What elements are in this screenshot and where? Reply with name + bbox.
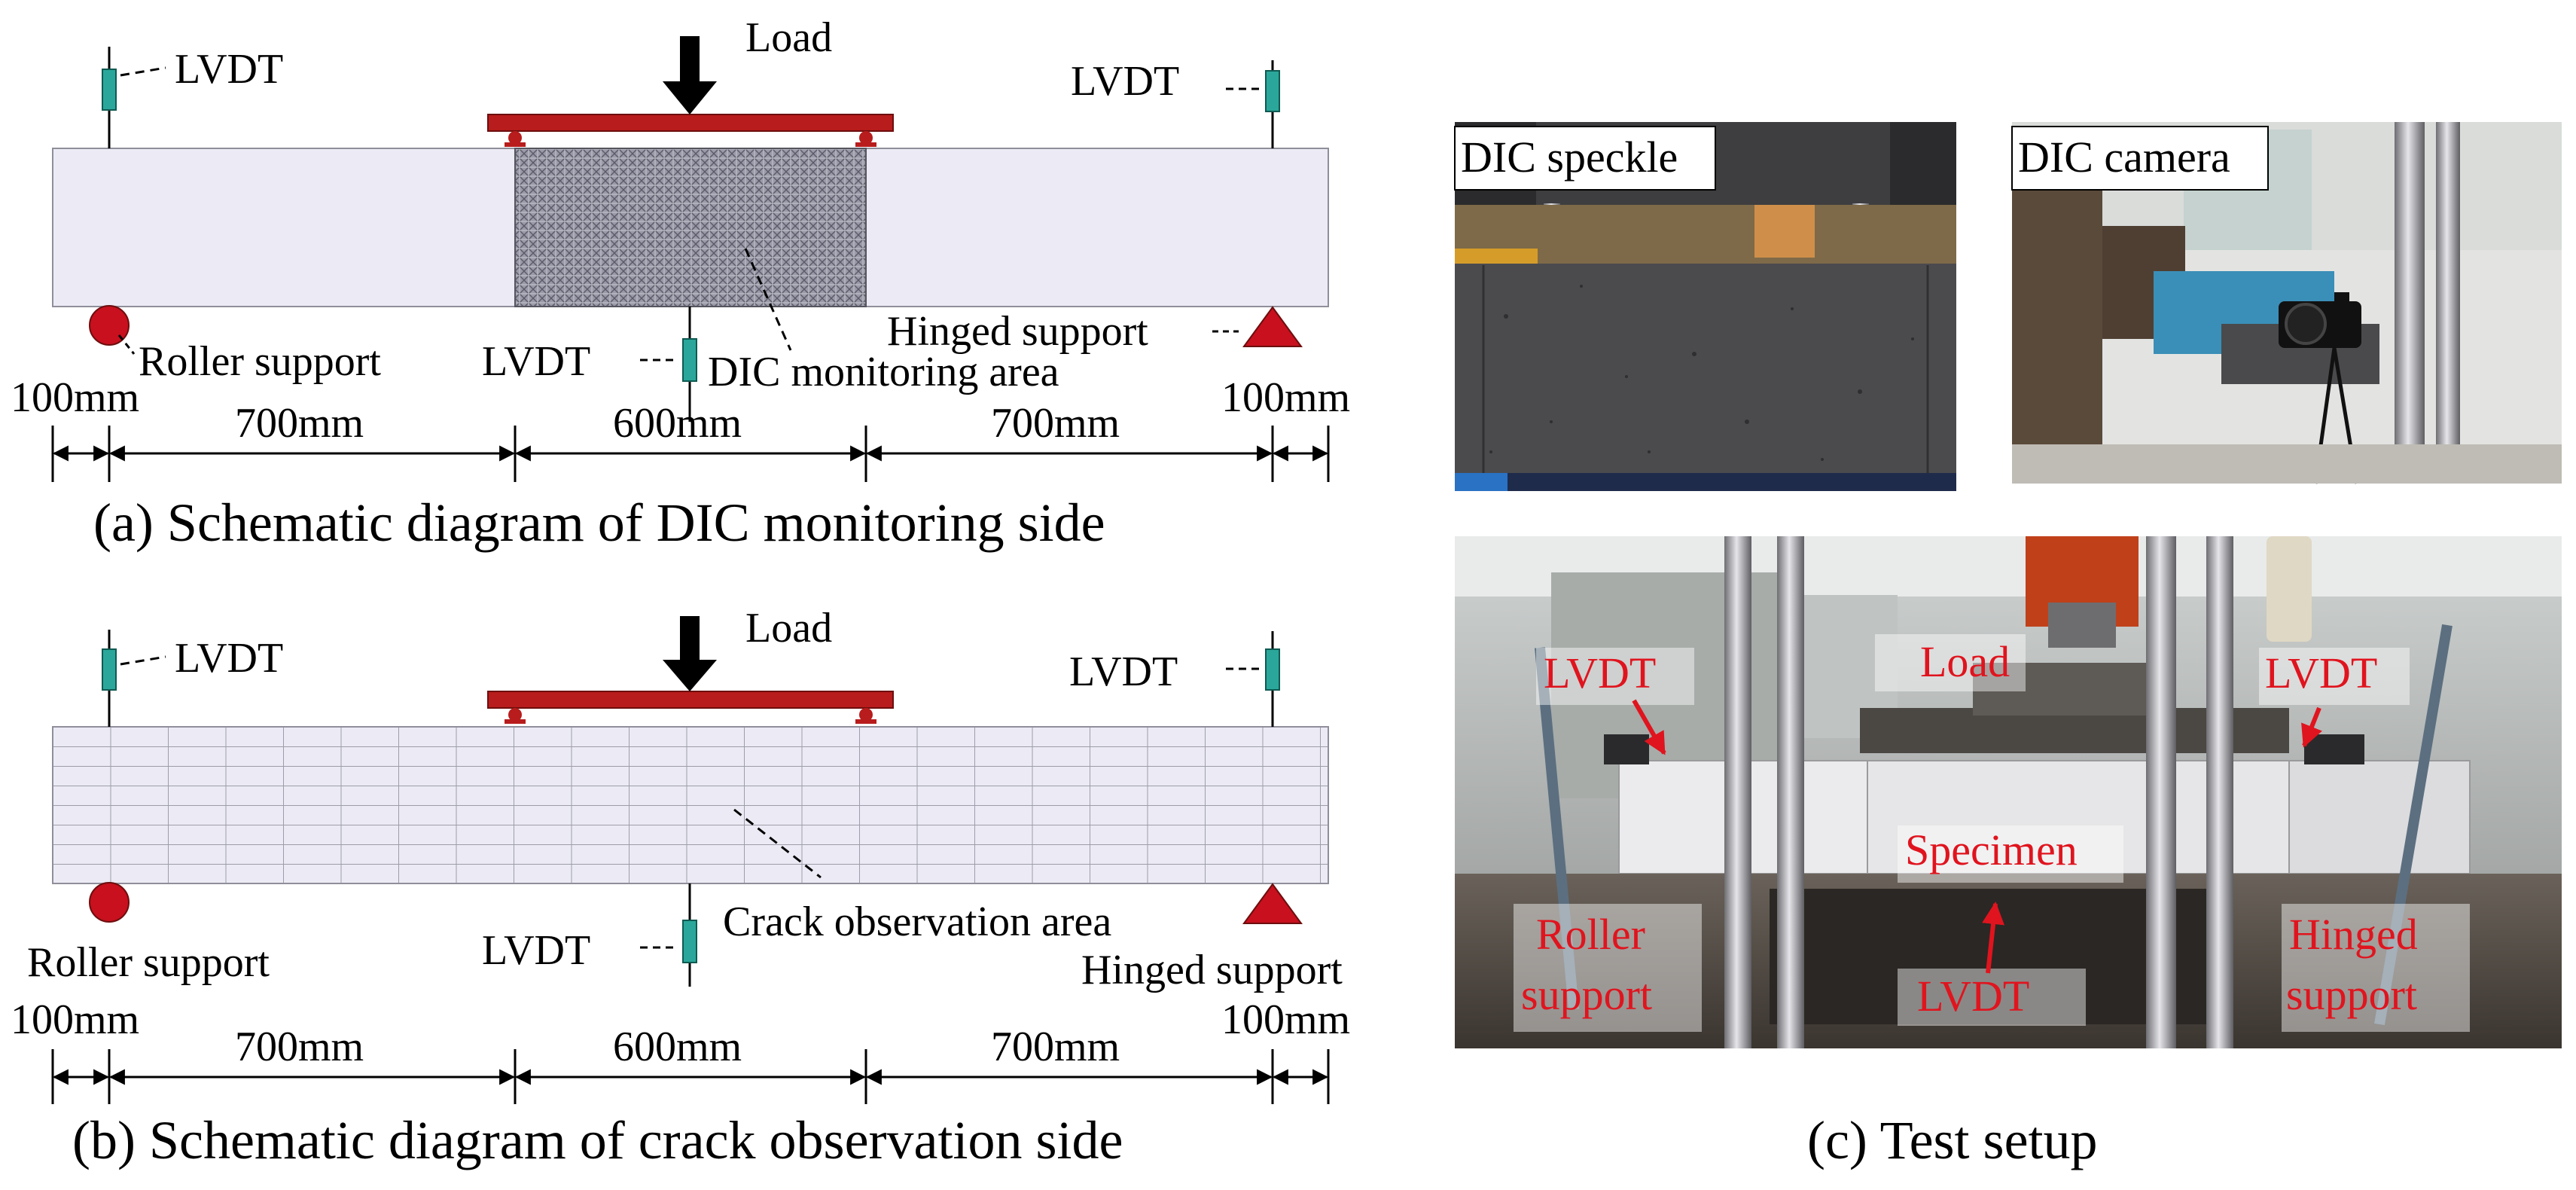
arrow-lvdt-right: [2301, 706, 2322, 748]
dimension-line-a: [51, 426, 1330, 482]
lvdt-bottom-label-a: LVDT: [482, 338, 590, 385]
panel-b: Load LVDT LVDT LVDT Crack observation ar…: [11, 605, 1350, 1170]
load-spreader-beam-b: [487, 691, 894, 709]
dim-label-b-1: 700mm: [235, 1024, 364, 1070]
load-arrow-a: [663, 36, 717, 114]
beam-b: [52, 726, 1329, 884]
dic-monitoring-region: [514, 148, 867, 307]
photo3-load: Load: [1920, 637, 2010, 686]
crack-area-leader: [733, 808, 822, 879]
lvdt-top-right-label-a: LVDT: [1071, 58, 1179, 105]
lvdt-top-right-a: [1226, 60, 1280, 148]
hinged-label-b: Hinged support: [1081, 947, 1343, 993]
lvdt-top-right-label-b: LVDT: [1069, 648, 1178, 695]
photo3-roller-line2: support: [1521, 970, 1652, 1019]
lvdt-top-left-a: [102, 47, 166, 148]
photo3-roller-line1: Roller: [1536, 910, 1645, 959]
roller-support-b: [89, 882, 130, 923]
photo3-hinged-line2: support: [2286, 970, 2417, 1019]
crack-area-label: Crack observation area: [723, 899, 1111, 945]
roller-label-a: Roller support: [139, 338, 381, 385]
hinged-support-b: [1242, 883, 1303, 924]
dic-area-leader: [744, 248, 792, 351]
load-arrow-b: [663, 616, 717, 691]
load-label-b: Load: [745, 605, 832, 651]
load-pin-right-a: [855, 131, 876, 147]
dim-label-a-2: 600mm: [613, 400, 742, 447]
lvdt-top-left-label-a: LVDT: [175, 46, 283, 93]
panel-a: Load LVDT LVDT LVDT DIC monitoring area …: [11, 14, 1350, 553]
dic-area-label: DIC monitoring area: [708, 349, 1059, 395]
hinged-support-a: [1242, 306, 1303, 347]
dim-label-b-2: 600mm: [613, 1024, 742, 1070]
photo3-lvdt-bottom: LVDT: [1917, 972, 2029, 1021]
load-label-a: Load: [745, 14, 832, 61]
dim-label-a-1: 700mm: [235, 400, 364, 447]
lvdt-bottom-a: [640, 307, 697, 422]
lvdt-bottom-b: [640, 883, 697, 987]
photo3-lvdt-right: LVDT: [2265, 648, 2377, 697]
panel-c: DIC speckle DIC camera: [1454, 122, 2562, 1170]
dim-label-a-4: 100mm: [1221, 374, 1350, 421]
lvdt-bottom-label-b: LVDT: [482, 927, 590, 974]
lvdt-top-left-b: [102, 630, 166, 727]
roller-label-b: Roller support: [27, 939, 270, 986]
dim-label-b-4: 100mm: [1221, 996, 1350, 1043]
caption-c: (c) Test setup: [1807, 1110, 2098, 1170]
lvdt-top-left-label-b: LVDT: [175, 635, 283, 682]
photo-test-setup: [1455, 536, 2562, 1048]
dimension-line-b: [51, 1049, 1330, 1104]
photo2-label: DIC camera: [2018, 133, 2230, 182]
lvdt-top-right-b: [1226, 631, 1280, 727]
arrow-lvdt-bottom: [1982, 902, 2004, 974]
photo-dic-camera: [2011, 122, 2562, 484]
caption-a: (a) Schematic diagram of DIC monitoring …: [93, 493, 1105, 553]
photo3-specimen: Specimen: [1905, 825, 2078, 874]
load-pin-left-b: [505, 708, 526, 724]
photo1-label: DIC speckle: [1461, 133, 1678, 182]
caption-b: (b) Schematic diagram of crack observati…: [72, 1110, 1123, 1170]
dim-label-a-0: 100mm: [11, 374, 139, 421]
dim-label-b-3: 700mm: [991, 1024, 1120, 1070]
photo-dic-speckle: [1454, 122, 1956, 491]
roller-leader-a: [117, 334, 136, 355]
load-pin-left-a: [505, 131, 526, 147]
load-pin-right-b: [855, 708, 876, 724]
load-spreader-beam-a: [487, 114, 894, 132]
photo3-lvdt-left: LVDT: [1544, 648, 1656, 697]
dim-label-a-3: 700mm: [991, 400, 1120, 447]
dim-label-b-0: 100mm: [11, 996, 139, 1043]
hinged-label-a: Hinged support: [887, 308, 1148, 355]
arrow-lvdt-left: [1632, 699, 1666, 755]
photo3-hinged-line1: Hinged: [2289, 910, 2418, 959]
